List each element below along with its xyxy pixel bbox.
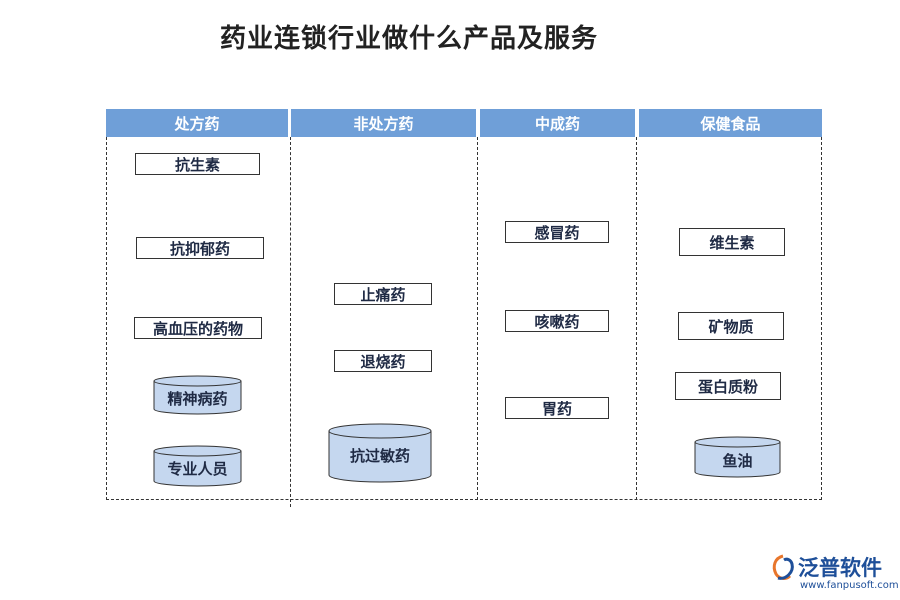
cylinder-shape <box>694 436 781 478</box>
header-otc: 非处方药 <box>291 109 476 137</box>
node-psychiatric-drugs: 精神病药 <box>153 375 242 415</box>
cylinder-label: 抗过敏药 <box>349 447 410 465</box>
logo-url: www.fanpusoft.com <box>800 580 899 591</box>
column-divider-2 <box>477 137 478 500</box>
column-divider-1 <box>290 137 291 507</box>
logo-name: 泛普软件 <box>798 556 882 580</box>
node-minerals: 矿物质 <box>678 312 784 340</box>
node-stomach-medicine: 胃药 <box>505 397 609 419</box>
node-antipyretics: 退烧药 <box>334 350 432 372</box>
node-vitamins: 维生素 <box>679 228 785 256</box>
node-professionals: 专业人员 <box>153 445 242 487</box>
node-cold-medicine: 感冒药 <box>505 221 609 243</box>
cylinder-label: 专业人员 <box>167 460 228 478</box>
node-antibiotics: 抗生素 <box>135 153 260 175</box>
cylinder-label: 精神病药 <box>167 390 228 408</box>
node-hypertension-drugs: 高血压的药物 <box>134 317 262 339</box>
node-fish-oil: 鱼油 <box>694 436 781 478</box>
brand-logo: 泛普软件 www.fanpusoft.com <box>770 552 899 597</box>
cylinder-shape <box>328 423 432 483</box>
header-health-food: 保健食品 <box>639 109 822 137</box>
node-antiallergy-drugs: 抗过敏药 <box>328 423 432 483</box>
logo-swirl-icon <box>772 554 794 580</box>
diagram-frame <box>106 137 822 500</box>
node-cough-medicine: 咳嗽药 <box>505 310 609 332</box>
node-protein-powder: 蛋白质粉 <box>675 372 781 400</box>
cylinder-shape <box>153 445 242 487</box>
cylinder-shape <box>153 375 242 415</box>
node-antidepressants: 抗抑郁药 <box>136 237 264 259</box>
header-chinese-patent: 中成药 <box>480 109 635 137</box>
header-prescription: 处方药 <box>106 109 288 137</box>
column-divider-3 <box>636 137 637 500</box>
cylinder-label: 鱼油 <box>722 452 753 470</box>
node-painkillers: 止痛药 <box>334 283 432 305</box>
page-title: 药业连锁行业做什么产品及服务 <box>220 24 599 54</box>
